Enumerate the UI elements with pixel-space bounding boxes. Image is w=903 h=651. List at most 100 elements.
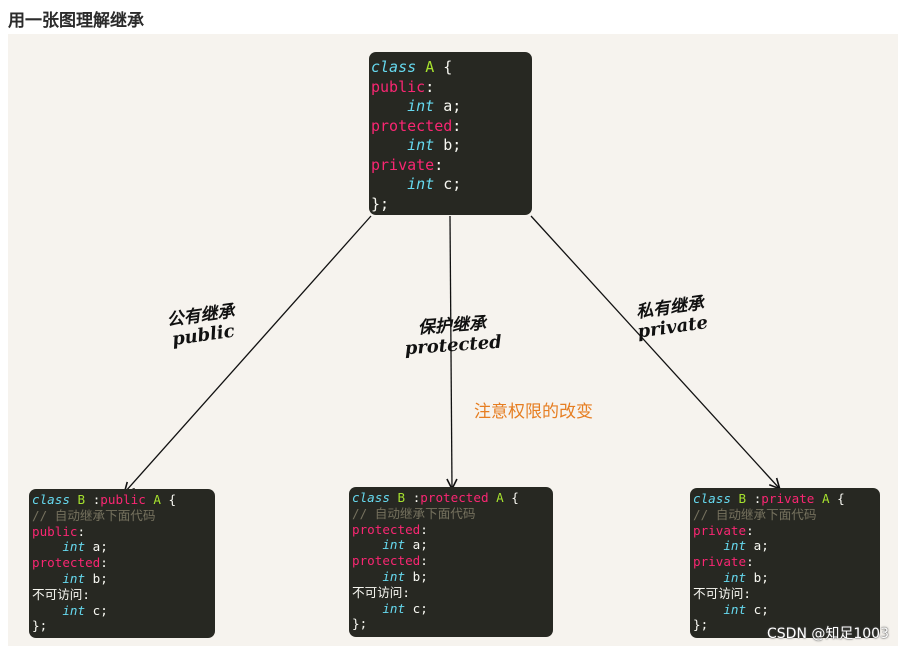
code-line: int b; xyxy=(32,571,215,587)
code-token: int xyxy=(382,600,406,616)
code-token xyxy=(489,490,497,505)
code-token xyxy=(814,491,822,506)
code-token: A xyxy=(425,58,435,76)
code-token: 不可访问: xyxy=(352,584,410,600)
code-token: }; xyxy=(371,194,390,213)
code-line: }; xyxy=(371,195,532,215)
code-token xyxy=(70,492,78,507)
code-token: protected xyxy=(420,490,489,505)
code-token: }; xyxy=(352,616,368,632)
code-line: 不可访问: xyxy=(352,585,553,601)
code-token: A xyxy=(496,490,504,505)
page-title: 用一张图理解继承 xyxy=(8,11,144,31)
code-token: c; xyxy=(85,602,108,618)
code-line: }; xyxy=(352,616,553,632)
code-token xyxy=(352,537,382,552)
code-line: protected: xyxy=(32,555,215,571)
code-token: // 自动继承下面代码 xyxy=(32,507,156,523)
code-token: protected xyxy=(352,553,421,569)
code-token: : xyxy=(746,554,754,570)
code-token: b; xyxy=(85,570,108,586)
code-token: b; xyxy=(746,569,769,585)
code-token xyxy=(693,602,723,617)
code-line: int b; xyxy=(371,136,532,156)
code-token: int xyxy=(62,539,86,555)
code-token: protected xyxy=(32,555,101,571)
code-token xyxy=(32,603,62,618)
code-token: c; xyxy=(405,600,428,616)
code-line: class B :public A { xyxy=(32,492,215,508)
code-token: class xyxy=(32,492,70,507)
code-line: int a; xyxy=(32,539,215,555)
code-line: }; xyxy=(32,618,215,634)
code-token xyxy=(32,571,62,586)
code-line: protected: xyxy=(371,117,532,137)
code-token: : xyxy=(452,116,462,135)
code-token: : xyxy=(77,523,86,539)
code-line: 不可访问: xyxy=(693,586,880,602)
code-token: private xyxy=(761,491,815,506)
code-token: int xyxy=(407,175,435,193)
code-token xyxy=(352,569,382,584)
code-token: : xyxy=(746,491,762,506)
code-token: A xyxy=(153,492,161,507)
code-token: class xyxy=(371,58,417,76)
code-token xyxy=(371,136,407,154)
code-token: private xyxy=(693,554,747,570)
code-token: a; xyxy=(405,537,428,553)
code-token xyxy=(371,97,407,115)
code-line: private: xyxy=(693,523,880,539)
code-token: { xyxy=(829,491,845,506)
code-token: int xyxy=(407,136,435,154)
code-token xyxy=(693,538,723,553)
code-token: a; xyxy=(85,539,108,555)
code-token: : xyxy=(420,521,428,537)
code-line: int c; xyxy=(352,601,553,617)
code-token xyxy=(371,175,407,193)
code-line: int c; xyxy=(371,175,532,195)
code-line: // 自动继承下面代码 xyxy=(693,507,880,523)
code-token: B xyxy=(738,491,747,506)
code-line: protected: xyxy=(352,522,553,538)
code-line: 不可访问: xyxy=(32,587,215,603)
code-line: int c; xyxy=(693,602,880,618)
code-token: : xyxy=(100,555,108,571)
code-token: : xyxy=(405,490,421,505)
code-token: : xyxy=(85,492,101,507)
code-line: public: xyxy=(371,78,532,98)
code-token: protected xyxy=(352,521,421,537)
code-token: b; xyxy=(434,136,462,154)
code-token: a; xyxy=(434,97,462,115)
code-line: private: xyxy=(693,554,880,570)
code-token: 不可访问: xyxy=(693,585,751,601)
code-token: A xyxy=(821,491,830,506)
code-line: int a; xyxy=(693,538,880,554)
code-line: // 自动继承下面代码 xyxy=(352,506,553,522)
code-line: protected: xyxy=(352,553,553,569)
code-token: : xyxy=(425,77,435,96)
code-token: class xyxy=(352,490,390,505)
code-token: int xyxy=(723,538,747,554)
code-token: B xyxy=(77,492,86,507)
code-token: 不可访问: xyxy=(32,586,90,602)
code-token xyxy=(390,490,398,505)
code-line: int b; xyxy=(693,570,880,586)
code-line: int c; xyxy=(32,603,215,619)
code-line: class B :protected A { xyxy=(352,490,553,506)
edge-label-protected: 保护继承 protected xyxy=(403,313,502,360)
code-token: int xyxy=(723,569,747,585)
code-token: int xyxy=(382,568,406,584)
code-token: a; xyxy=(746,538,769,554)
code-token: // 自动继承下面代码 xyxy=(693,506,817,522)
code-token: : xyxy=(434,155,444,174)
code-token: { xyxy=(160,492,177,507)
code-token: class xyxy=(693,491,731,506)
code-token xyxy=(352,601,382,616)
code-token: int xyxy=(382,537,406,553)
code-token: { xyxy=(434,58,453,76)
code-token: // 自动继承下面代码 xyxy=(352,505,476,521)
code-line: public: xyxy=(32,524,215,540)
